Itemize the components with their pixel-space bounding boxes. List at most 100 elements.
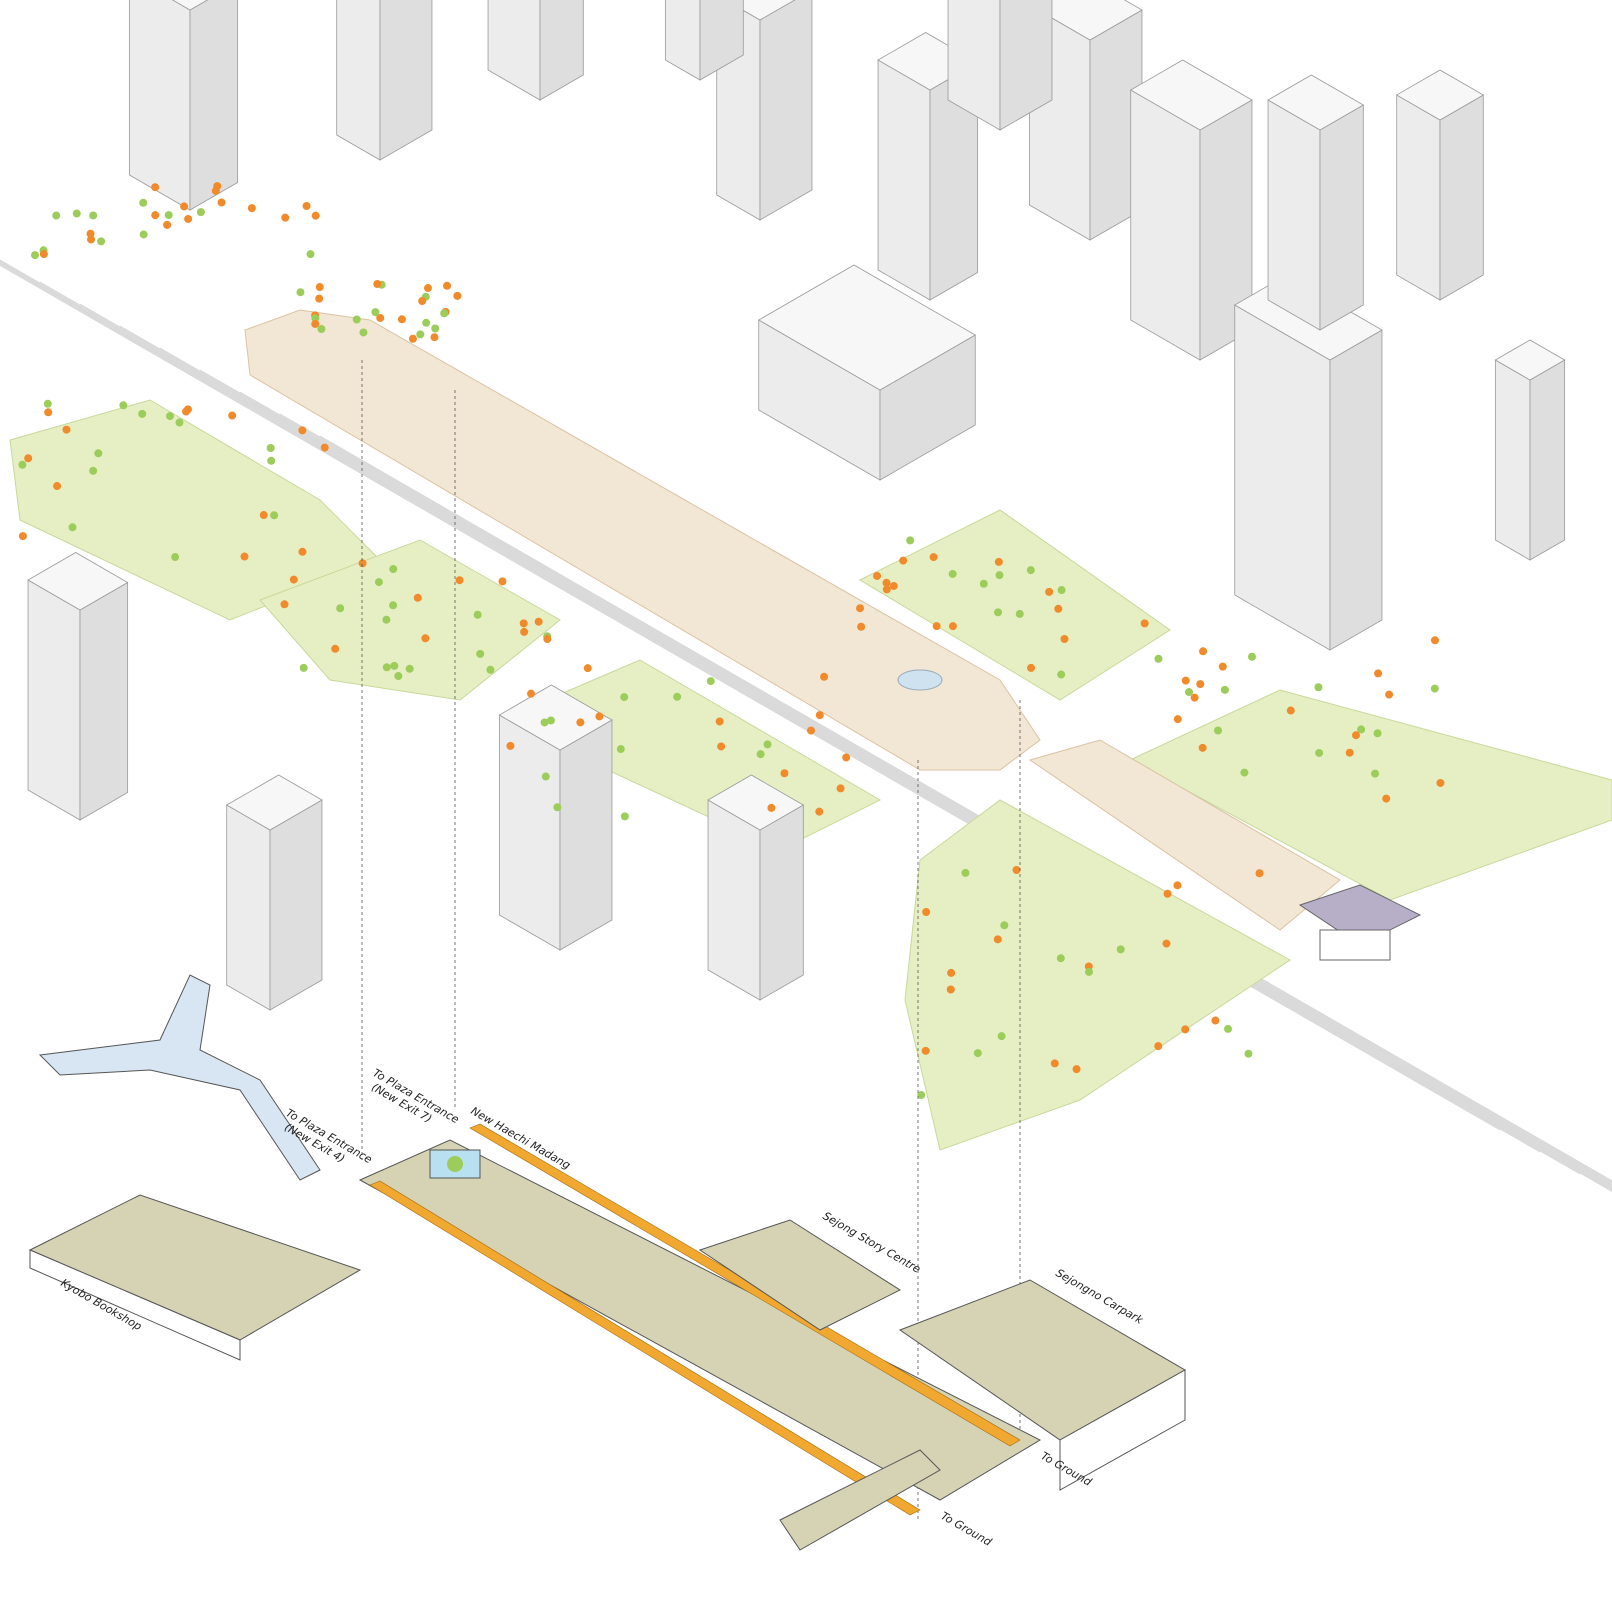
tree [397,315,406,324]
tree [994,608,1003,617]
park-central [259,539,561,701]
tree [171,553,180,562]
tree [422,318,431,327]
tree [857,622,866,631]
tree [946,985,955,994]
tree [336,604,345,613]
tree [376,313,385,322]
tree [443,281,452,290]
tree [917,1091,926,1100]
tree [1255,869,1264,878]
tree [280,600,289,609]
tree [247,204,256,213]
tree [1196,680,1205,689]
tree [1084,967,1093,976]
tree [374,578,383,587]
tree [1184,688,1193,697]
tree [1374,669,1383,678]
tree [281,213,290,222]
road-line [0,261,1612,1192]
building [1395,69,1485,301]
tree [1240,768,1249,777]
tree [807,726,816,735]
concourse-corridor [369,1180,921,1516]
tree [302,201,311,210]
building [1129,59,1253,361]
kyobo-bookshop-floor [28,1194,362,1341]
tree [175,418,184,427]
tree [1214,726,1223,735]
tree [266,444,275,453]
tree [553,803,562,812]
tree [196,208,205,217]
tree [311,314,320,323]
tree [53,482,62,491]
tree [780,769,789,778]
tree [906,536,915,545]
tree [842,753,851,762]
fountain [897,669,943,691]
building [757,264,977,481]
tree [1351,731,1360,740]
tree [1154,654,1163,663]
tree [31,251,40,260]
tree [62,425,71,434]
tree [430,333,439,342]
tree [882,585,891,594]
tree [315,283,324,292]
tree [921,1046,930,1055]
city-buildings [27,0,1566,1011]
tree [163,220,172,229]
tree [382,615,391,624]
tree [1373,729,1382,738]
tree [408,334,417,343]
tree [473,610,482,619]
tree [1198,743,1207,752]
tree [1224,1024,1233,1033]
tree [997,1032,1006,1041]
tree [228,411,237,420]
tree [89,466,98,475]
tree [358,559,367,568]
tree [1385,690,1394,699]
underground-level [28,974,1187,1551]
palace-gate [1298,884,1422,961]
tree [331,644,340,653]
tree [1173,715,1182,724]
tree [211,186,220,195]
haechi-corridor [469,1123,1021,1447]
tree [815,807,824,816]
tree [320,443,329,452]
tree [1000,921,1009,930]
tree [87,235,96,244]
tree [180,202,189,211]
tree [882,578,891,587]
tree [1430,636,1439,645]
tree [506,741,515,750]
road-line [0,263,1541,1153]
tree [1181,676,1190,685]
building [1267,74,1365,331]
tree [1247,652,1256,661]
tree [1026,566,1035,575]
tree [1211,1016,1220,1025]
tree [440,309,449,318]
tree [486,665,495,674]
carpark-wall [1059,1369,1186,1491]
tree [836,784,845,793]
tree [820,672,829,681]
tree [97,237,106,246]
tree [359,328,368,337]
tree [540,718,549,727]
tree [39,250,48,259]
tree [44,408,53,417]
tree [24,454,33,463]
tree [1057,670,1066,679]
tree [947,968,956,977]
tree [315,294,324,303]
tree [873,571,882,580]
tree [165,412,174,421]
tree [1244,1049,1253,1058]
road-line [0,259,1612,1190]
tree [217,198,226,207]
